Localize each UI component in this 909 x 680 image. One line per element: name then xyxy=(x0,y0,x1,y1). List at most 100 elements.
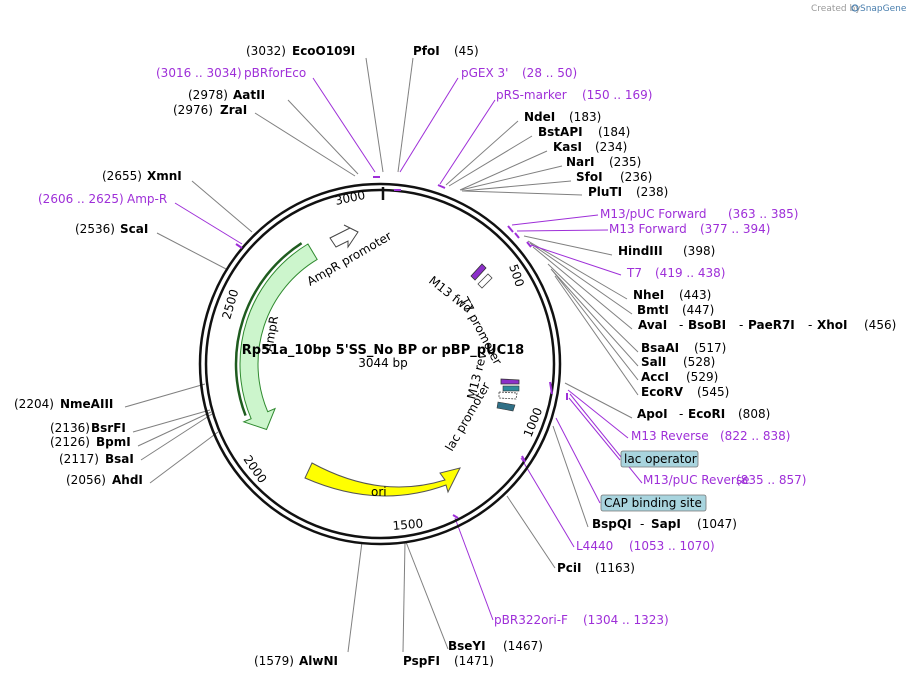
site-label-l17-part-0: M13 Forward xyxy=(609,222,687,236)
site-label-l0-part-1: EcoO109I xyxy=(292,44,355,58)
site-label-l16-part-0: M13/pUC Forward xyxy=(600,207,707,221)
cap-binding-site-badge-text: CAP binding site xyxy=(604,496,702,510)
site-label-l25-part-0: AccI xyxy=(641,370,669,384)
site-marks xyxy=(235,176,568,519)
site-label-l27-part-1: NmeAIII xyxy=(60,397,113,411)
site-label-l34-part-1: (835 .. 857) xyxy=(736,473,806,487)
tick-2500: 2500 xyxy=(219,288,241,321)
lac-operator-badge: lac operator xyxy=(620,450,699,468)
site-label-l12-part-0: PluTI xyxy=(588,185,622,199)
leader-lines xyxy=(124,57,643,653)
site-label-l23-part-1: (517) xyxy=(694,341,726,355)
site-label-l28-part-1: - xyxy=(679,407,683,421)
site-label-l17-part-1: (377 .. 394) xyxy=(700,222,770,236)
site-label-l2-part-0: (3016 .. 3034) xyxy=(156,66,242,80)
site-label-l28-part-3: (808) xyxy=(738,407,770,421)
site-label-l41-part-1: (1471) xyxy=(454,654,494,668)
site-label-l11-part-1: (236) xyxy=(620,170,652,184)
site-label-l14-part-0: (2606 .. 2625) xyxy=(38,192,124,206)
feature-ori-arrow xyxy=(304,462,461,497)
site-label-l8-part-0: BstAPI xyxy=(538,125,583,139)
site-label-l38-part-0: pBR322ori-F xyxy=(494,613,568,627)
feature-lac-operator-box xyxy=(502,385,520,392)
site-label-l4-part-0: pRS-marker xyxy=(496,88,567,102)
site-label-l1-part-0: PfoI xyxy=(413,44,440,58)
site-label-l36-part-0: L4440 xyxy=(576,539,613,553)
site-label-l10-part-1: (235) xyxy=(609,155,641,169)
site-label-l9-part-1: (234) xyxy=(595,140,627,154)
plasmid-name: Rp51a_10bp 5'SS_No BP or pBP_pUC18 xyxy=(242,343,524,358)
feature-cap-binding-site-box xyxy=(496,401,516,412)
site-label-l35-part-0: BspQI xyxy=(592,517,632,531)
boxed-labels: lac operator CAP binding site xyxy=(600,450,707,512)
site-label-l20-part-0: NheI xyxy=(633,288,664,302)
site-label-l10-part-0: NarI xyxy=(566,155,595,169)
site-label-l19-part-0: T7 xyxy=(626,266,642,280)
site-label-l37-part-1: (1163) xyxy=(595,561,635,575)
site-label-l38-part-1: (1304 .. 1323) xyxy=(583,613,669,627)
site-label-l22-part-6: XhoI xyxy=(817,318,848,332)
site-label-l7-part-0: NdeI xyxy=(524,110,555,124)
site-label-l0-part-0: (3032) xyxy=(246,44,286,58)
site-label-l37-part-0: PciI xyxy=(557,561,582,575)
site-label-l40-part-0: (1579) xyxy=(254,654,294,668)
site-label-l15-part-0: (2536) xyxy=(75,222,115,236)
site-label-l30-part-0: (2126) xyxy=(50,435,90,449)
site-label-l3-part-1: (28 .. 50) xyxy=(522,66,577,80)
site-label-l32-part-0: M13 Reverse xyxy=(631,429,709,443)
site-label-l6-part-1: ZraI xyxy=(220,103,247,117)
site-label-l31-part-0: (2117) xyxy=(59,452,99,466)
site-label-l14-part-1: Amp-R xyxy=(127,192,167,206)
site-label-l30-part-1: BpmI xyxy=(96,435,131,449)
site-label-l8-part-1: (184) xyxy=(598,125,630,139)
site-label-l16-part-1: (363 .. 385) xyxy=(728,207,798,221)
feature-t7-promoter-arrow xyxy=(477,273,493,289)
site-label-l22-part-7: (456) xyxy=(864,318,896,332)
site-label-l33-part-0: (2056) xyxy=(66,473,106,487)
site-label-l13-part-0: (2655) xyxy=(102,169,142,183)
tick-3000: 3000 xyxy=(334,188,367,208)
feature-ampr-outline xyxy=(234,242,303,417)
site-label-l26-part-1: (545) xyxy=(697,385,729,399)
feature-m13-rev-arrow xyxy=(500,378,520,385)
tick-1000: 1000 xyxy=(521,406,545,440)
site-label-l11-part-0: SfoI xyxy=(576,170,603,184)
site-label-l35-part-1: - xyxy=(640,517,644,531)
site-label-l27-part-0: (2204) xyxy=(14,397,54,411)
site-label-l7-part-1: (183) xyxy=(569,110,601,124)
site-label-l39-part-1: (1467) xyxy=(503,639,543,653)
site-label-l21-part-1: (447) xyxy=(682,303,714,317)
site-label-l20-part-1: (443) xyxy=(679,288,711,302)
site-label-l2-part-1: pBRforEco xyxy=(244,66,306,80)
site-label-l18-part-0: HindIII xyxy=(618,244,663,258)
credit-brand: SnapGene xyxy=(860,4,907,14)
feature-m13-fwd-arrow xyxy=(470,263,487,281)
site-label-l1-part-1: (45) xyxy=(454,44,479,58)
site-label-l31-part-1: BsaI xyxy=(105,452,134,466)
feature-lac-promoter-arrow xyxy=(498,391,518,400)
site-label-l33-part-1: AhdI xyxy=(112,473,143,487)
site-label-l13-part-1: XmnI xyxy=(147,169,182,183)
feature-ampr-arrow xyxy=(239,243,318,431)
cap-binding-site-badge: CAP binding site xyxy=(600,494,707,512)
site-label-l12-part-1: (238) xyxy=(636,185,668,199)
site-label-l39-part-0: BseYI xyxy=(448,639,486,653)
site-label-l6-part-0: (2976) xyxy=(173,103,213,117)
lac-operator-badge-text: lac operator xyxy=(624,452,697,466)
site-label-l19-part-1: (419 .. 438) xyxy=(655,266,725,280)
site-label-l28-part-0: ApoI xyxy=(637,407,668,421)
site-label-l26-part-0: EcoRV xyxy=(641,385,684,399)
site-label-l28-part-2: EcoRI xyxy=(688,407,725,421)
site-label-l9-part-0: KasI xyxy=(553,140,582,154)
site-label-l22-part-1: - xyxy=(679,318,683,332)
feature-ampr-label: AmpR xyxy=(261,315,281,353)
site-label-l32-part-1: (822 .. 838) xyxy=(720,429,790,443)
tick-1500: 1500 xyxy=(392,516,424,533)
site-label-l4-part-1: (150 .. 169) xyxy=(582,88,652,102)
site-label-l15-part-1: ScaI xyxy=(120,222,148,236)
site-label-l25-part-1: (529) xyxy=(686,370,718,384)
site-label-l22-part-0: AvaI xyxy=(638,318,667,332)
site-label-l22-part-3: - xyxy=(739,318,743,332)
plasmid-size: 3044 bp xyxy=(358,356,408,370)
